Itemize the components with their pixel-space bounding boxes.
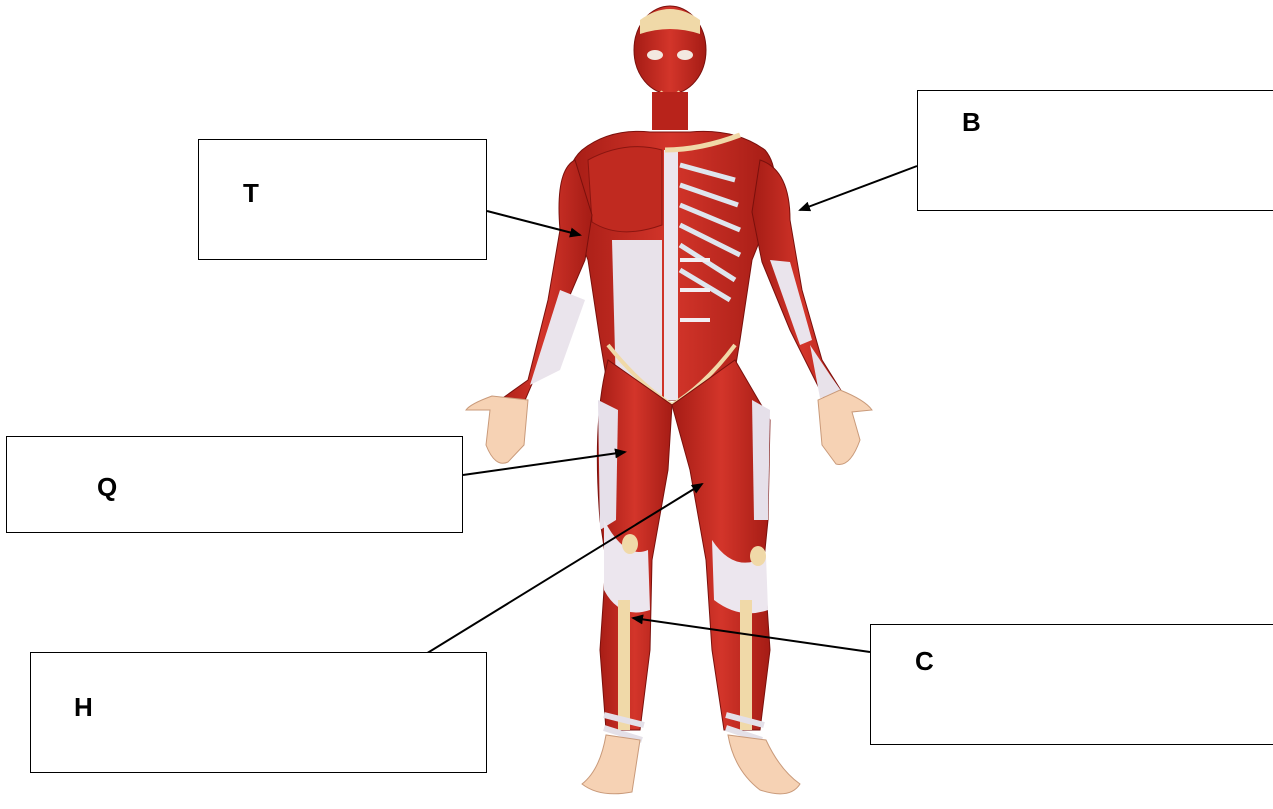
label-box-t	[198, 139, 487, 260]
label-box-h	[30, 652, 487, 773]
head	[634, 6, 706, 130]
label-h: H	[74, 692, 93, 723]
label-q: Q	[97, 472, 117, 503]
label-b: B	[962, 107, 981, 138]
label-t: T	[243, 178, 259, 209]
torso	[567, 131, 775, 405]
legs	[582, 360, 800, 794]
label-c: C	[915, 646, 934, 677]
arrow-b	[800, 166, 917, 210]
label-box-q	[6, 436, 463, 533]
label-box-c	[870, 624, 1273, 745]
